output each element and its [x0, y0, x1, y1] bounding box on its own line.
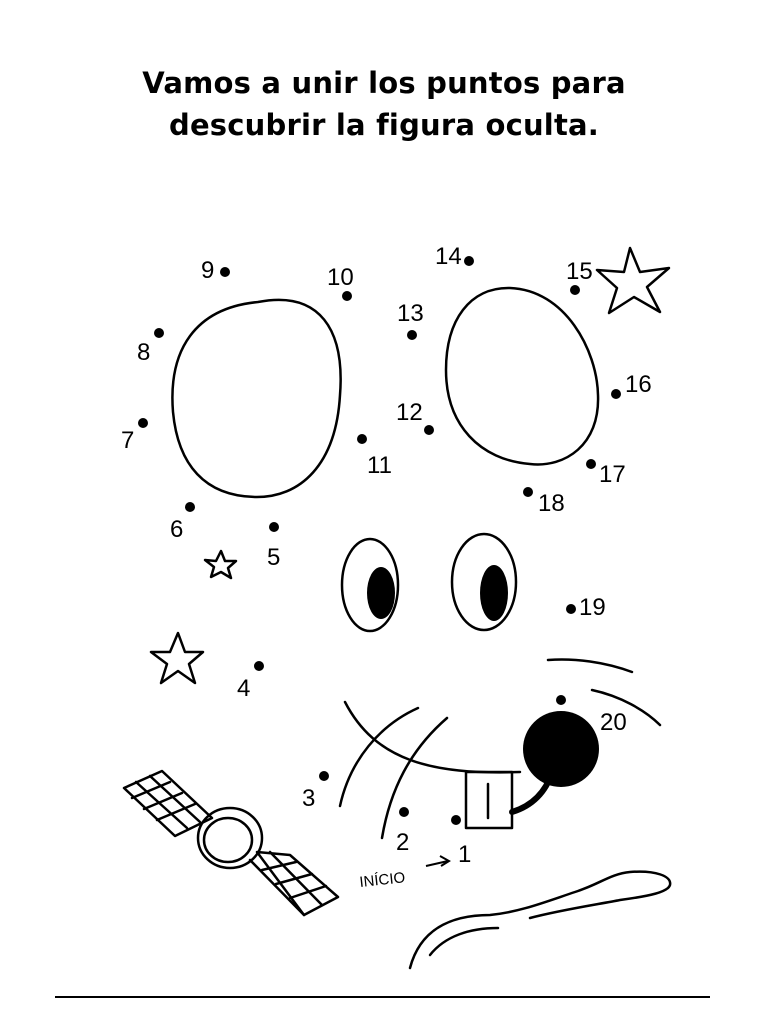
- dot-17: [586, 459, 596, 469]
- dot-18: [523, 487, 533, 497]
- dot-label-18: 18: [538, 490, 565, 517]
- dot-15: [570, 285, 580, 295]
- dot-label-12: 12: [396, 399, 423, 426]
- whisker-left-1: [338, 706, 420, 808]
- nose-line-right: [590, 688, 662, 727]
- left-pupil: [367, 567, 395, 619]
- dot-label-1: 1: [458, 841, 471, 868]
- dot-11: [357, 434, 367, 444]
- whisker-left-2: [380, 716, 449, 840]
- dot-label-16: 16: [625, 371, 652, 398]
- dot-label-2: 2: [396, 829, 409, 856]
- dot-label-6: 6: [170, 516, 183, 543]
- hand-outline: [408, 870, 672, 970]
- star-small: [203, 549, 238, 580]
- dot-label-4: 4: [237, 675, 250, 702]
- dot-16: [611, 389, 621, 399]
- dot-4: [254, 661, 264, 671]
- right-eye: [450, 532, 518, 632]
- dot-20: [556, 695, 566, 705]
- dot-6: [185, 502, 195, 512]
- dot-3: [319, 771, 329, 781]
- dot-19: [566, 604, 576, 614]
- start-label: INÍCIO: [359, 869, 406, 891]
- dot-label-11: 11: [367, 452, 392, 479]
- right-pupil: [480, 565, 508, 621]
- title-line-1: Vamos a unir los puntos para: [142, 66, 626, 100]
- dot-1: [451, 815, 461, 825]
- dot-label-17: 17: [599, 461, 626, 488]
- dot-label-19: 19: [579, 594, 606, 621]
- dot-label-9: 9: [201, 257, 214, 284]
- tooth: [464, 770, 514, 830]
- dot-label-10: 10: [327, 264, 354, 291]
- left-ear: [171, 298, 342, 499]
- right-ear: [444, 286, 600, 466]
- dot-label-7: 7: [121, 427, 134, 454]
- dot-10: [342, 291, 352, 301]
- dot-label-8: 8: [137, 339, 150, 366]
- cheek-curve: [343, 700, 522, 774]
- left-eye: [340, 537, 400, 633]
- dot-label-13: 13: [397, 300, 424, 327]
- dot-7: [138, 418, 148, 428]
- dot-5: [269, 522, 279, 532]
- dot-label-20: 20: [600, 709, 627, 736]
- dot-label-3: 3: [302, 785, 315, 812]
- dot-label-15: 15: [566, 258, 593, 285]
- dot-2: [399, 807, 409, 817]
- start-arrow: [425, 855, 451, 867]
- dot-label-14: 14: [435, 243, 462, 270]
- dot-8: [154, 328, 164, 338]
- title-line-2: descubrir la figura oculta.: [168, 108, 599, 142]
- star-large: [595, 246, 671, 315]
- worksheet-title: Vamos a unir los puntos para descubrir l…: [0, 62, 768, 146]
- dot-14: [464, 256, 474, 266]
- nose-line-top: [546, 658, 634, 674]
- nose: [523, 711, 599, 787]
- dot-12: [424, 425, 434, 435]
- satellite: [122, 769, 340, 917]
- dot-9: [220, 267, 230, 277]
- star-medium: [149, 631, 205, 685]
- dot-label-5: 5: [267, 544, 280, 571]
- dot-13: [407, 330, 417, 340]
